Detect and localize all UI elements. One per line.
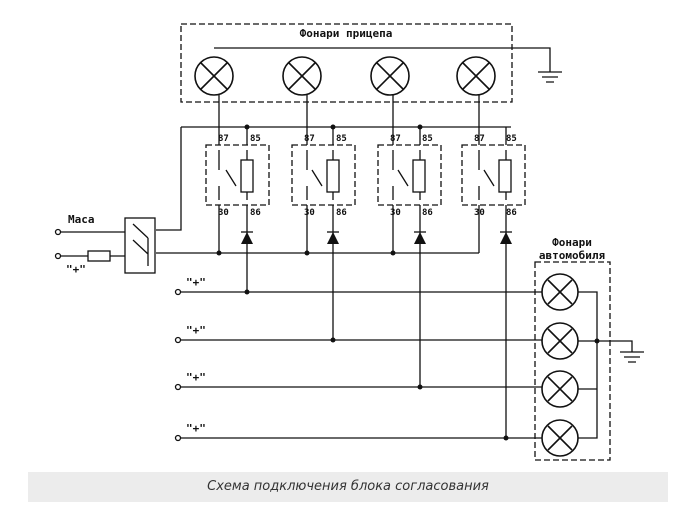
- connector-icon: [124, 217, 156, 274]
- svg-text:85: 85: [250, 134, 261, 144]
- svg-text:30: 30: [304, 208, 315, 218]
- ground-bus-wire: [156, 127, 182, 231]
- car-lamps-label-2: автомобиля: [539, 249, 605, 262]
- svg-text:87: 87: [218, 134, 229, 144]
- svg-text:87: 87: [304, 134, 315, 144]
- svg-text:87: 87: [474, 134, 485, 144]
- svg-text:86: 86: [336, 208, 347, 218]
- relay-1: 87 85 30 86: [205, 134, 270, 218]
- plus-label: "+": [66, 263, 86, 276]
- car-ground-icon: [620, 351, 644, 363]
- relay-3: 87 85 30 86: [377, 134, 442, 218]
- car-lamps-box: [534, 261, 611, 461]
- diode-icon: [327, 231, 339, 244]
- relay-86-wires: [246, 205, 507, 438]
- relay-2: 87 85 30 86: [291, 134, 356, 218]
- relay-30-wires: [218, 205, 480, 253]
- svg-text:85: 85: [422, 134, 433, 144]
- plus-label: "+": [186, 276, 206, 289]
- plus-label: "+": [186, 371, 206, 384]
- car-lamp-icon: [541, 322, 579, 360]
- diode-icon: [414, 231, 426, 244]
- svg-text:86: 86: [506, 208, 517, 218]
- caption: Схема подключения блока согласования: [207, 479, 489, 494]
- plus-label: "+": [186, 422, 206, 435]
- svg-text:87: 87: [390, 134, 401, 144]
- fuse-icon: [87, 250, 111, 262]
- svg-text:85: 85: [336, 134, 347, 144]
- svg-text:86: 86: [250, 208, 261, 218]
- trailer-lamps-box: [180, 23, 513, 103]
- svg-text:30: 30: [390, 208, 401, 218]
- car-lamp-icon: [541, 370, 579, 408]
- car-lamp-icon: [541, 273, 579, 311]
- car-ground-wire: [578, 291, 633, 439]
- diode-icon: [500, 231, 512, 244]
- plus-label: "+": [186, 324, 206, 337]
- svg-text:85: 85: [506, 134, 517, 144]
- trailer-lamp-icon: [370, 56, 410, 96]
- lamp-feed-wires: [218, 95, 480, 145]
- trailer-lamp-icon: [456, 56, 496, 96]
- car-lamp-icon: [541, 419, 579, 457]
- car-lamps-label-1: Фонари: [552, 236, 592, 249]
- svg-text:86: 86: [422, 208, 433, 218]
- trailer-lamp-icon: [194, 56, 234, 96]
- svg-text:30: 30: [218, 208, 229, 218]
- diode-icon: [241, 231, 253, 244]
- trailer-ground-wire: [214, 47, 551, 72]
- ground-label: Маса: [68, 213, 95, 226]
- relay-4: 87 85 30 86: [461, 134, 526, 218]
- trailer-lamp-icon: [282, 56, 322, 96]
- trailer-ground-icon: [538, 71, 562, 83]
- wiring-diagram: Фонари прицепа 87 85 30 86 87 85 30: [54, 23, 644, 461]
- trailer-lamps-label: Фонари прицепа: [300, 27, 393, 40]
- plus-input-lines: [180, 291, 542, 439]
- relay-85-wires: [246, 127, 507, 145]
- caption-bar: Схема подключения блока согласования: [28, 472, 668, 502]
